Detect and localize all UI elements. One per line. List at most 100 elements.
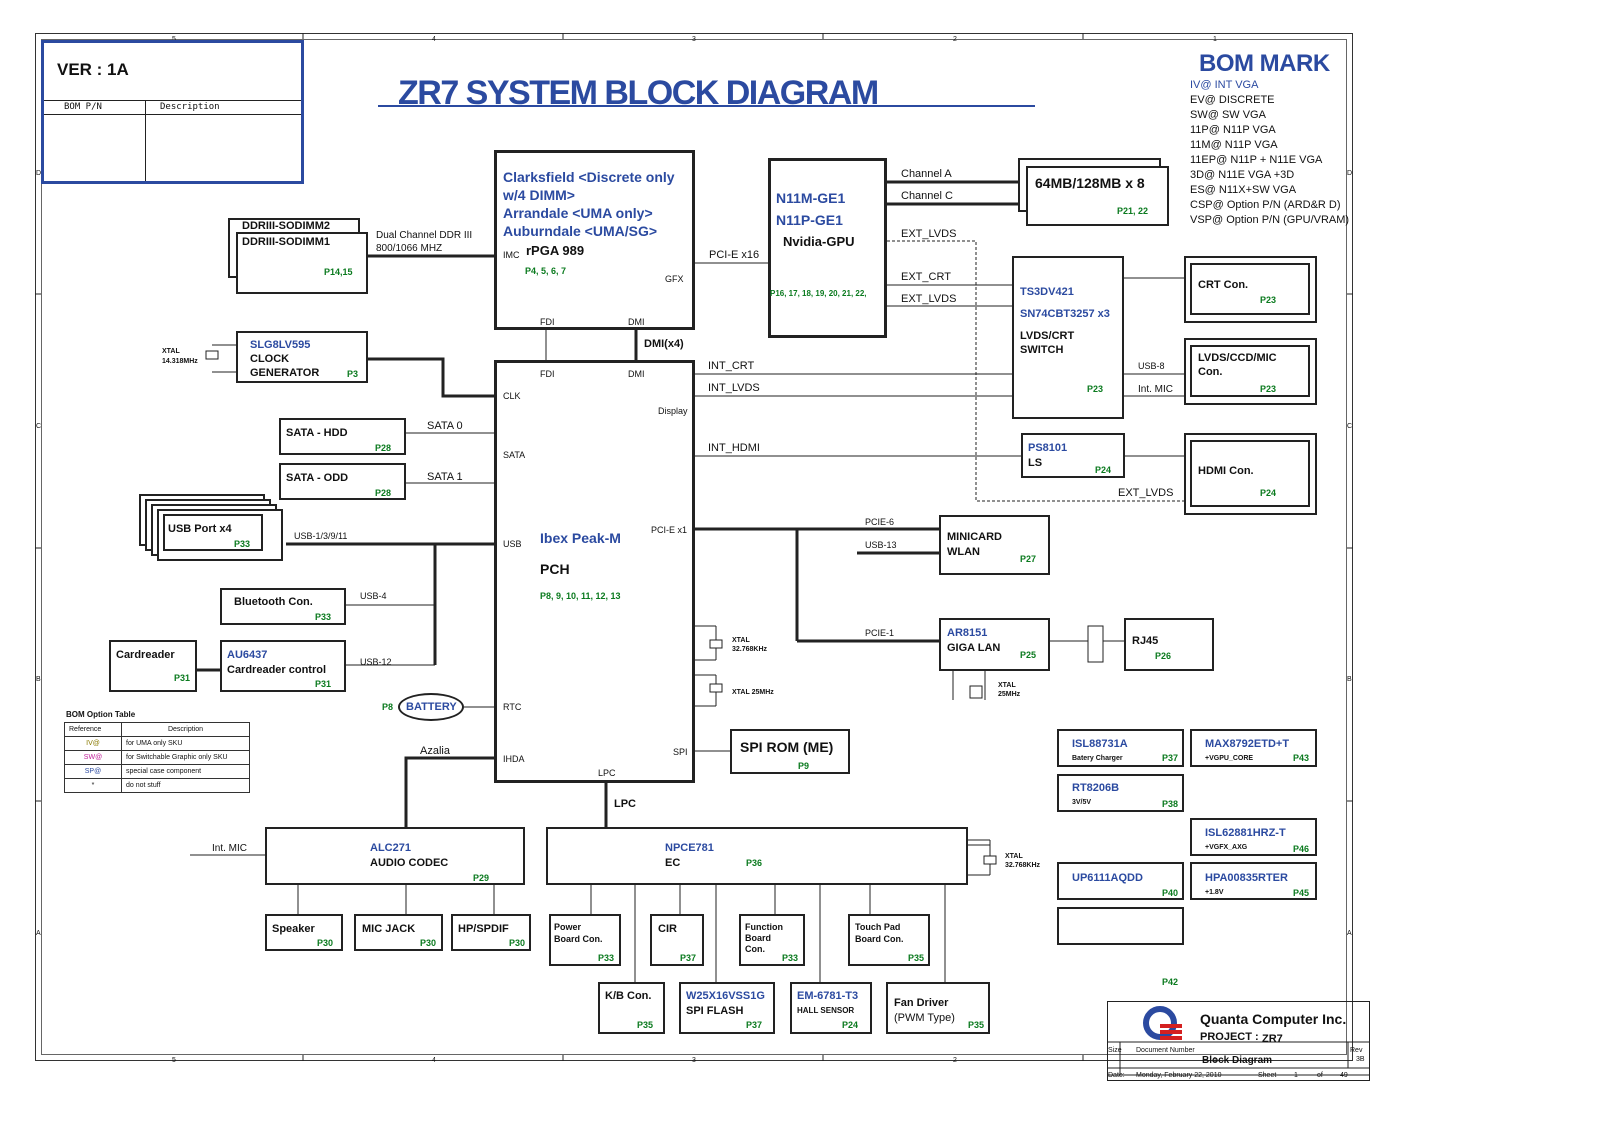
version-rule (44, 114, 301, 115)
dimm-label-2: DDRIII-SODIMM2 (242, 220, 330, 232)
function-board-label-3: Con. (745, 944, 765, 954)
speaker-block (265, 914, 343, 951)
hall-sensor-chip: EM-6781-T3 (797, 990, 859, 1002)
hdmi-connector-block (1190, 440, 1310, 507)
zone-mark: 5 (172, 33, 176, 46)
clock-chip-name: SLG8LV595 (250, 339, 311, 351)
fan-driver-label-1: Fan Driver (894, 997, 949, 1009)
vram-block (1026, 166, 1169, 226)
pch-label: PCH (540, 561, 570, 577)
clock-label-3: GENERATOR (250, 367, 320, 379)
speaker-page: P30 (317, 938, 334, 948)
lvds-connector-block (1190, 345, 1310, 397)
usb-port-page: P33 (234, 539, 251, 549)
hall-sensor-block (790, 982, 872, 1034)
lan-page: P25 (1020, 650, 1037, 660)
sata1-label: SATA 1 (427, 471, 463, 483)
power-ic-page: P38 (1162, 799, 1179, 809)
date-value: Monday, February 22, 2010 (1136, 1072, 1222, 1079)
cpu-dmi-pin: DMI (628, 317, 645, 327)
ps8101-label: LS (1028, 457, 1043, 469)
spi-rom-page: P9 (798, 761, 810, 771)
pch-name: Ibex Peak-M (540, 530, 621, 546)
pcie-x16-label: PCI-E x16 (709, 249, 760, 261)
power-board-block (549, 914, 621, 966)
hdmi-ext-lvds-label: EXT_LVDS (1118, 487, 1174, 499)
usb-bus-label: USB-1/3/9/11 (294, 531, 348, 541)
battery-page: P8 (382, 702, 394, 712)
int-crt-label: INT_CRT (708, 360, 755, 372)
channel-c-label: Channel C (901, 190, 953, 202)
drawing-inner-border (41, 39, 1347, 1055)
dimm-label-1: DDRIII-SODIMM1 (242, 236, 330, 248)
table-cell: for UMA only SKU (121, 736, 250, 751)
bom-mark-line: VSP@ Option P/N (GPU/VRAM) (1190, 214, 1350, 226)
switch-chip-1: TS3DV421 (1020, 286, 1074, 298)
audio-codec-page: P29 (473, 873, 490, 883)
cir-label: CIR (658, 923, 677, 935)
spi-flash-chip: W25X16VSS1G (686, 990, 765, 1002)
gpu-line-3: Nvidia-GPU (783, 234, 855, 249)
ps8101-block (1021, 433, 1125, 478)
hp-spdif-page: P30 (509, 938, 526, 948)
size-label: Size (1108, 1047, 1122, 1054)
battery-ellipse (398, 693, 464, 721)
sata0-label: SATA 0 (427, 420, 463, 432)
sata-hdd-block (279, 418, 406, 455)
project-name: ZR7 (1262, 1033, 1283, 1045)
cir-block (650, 914, 704, 966)
sata-odd-page: P28 (375, 488, 392, 498)
channel-a-label: Channel A (901, 168, 952, 180)
date-label: Date: (1108, 1072, 1125, 1079)
dimm-slot-1 (236, 232, 368, 294)
table-row: IV@ for UMA only SKU (64, 736, 250, 751)
cardreader-block (109, 640, 197, 692)
version-box (41, 40, 304, 184)
vram-page: P21, 22 (1117, 206, 1149, 216)
pch-lpc-pin: LPC (598, 768, 616, 778)
table-cell: SP@ (64, 764, 122, 779)
description-label: Description (160, 102, 220, 112)
pch-rtc-pin: RTC (503, 702, 522, 712)
bom-mark-title: BOM MARK (1199, 50, 1330, 77)
cir-page: P37 (680, 953, 697, 963)
sata-hdd-page: P28 (375, 443, 392, 453)
pch-xtal2-label: XTAL 25MHz (732, 689, 774, 696)
ec-label: EC (665, 857, 681, 869)
project-label: PROJECT : (1200, 1031, 1259, 1043)
fan-driver-block (886, 982, 990, 1034)
version-label: VER : 1A (57, 60, 129, 79)
lvds-connector-label-2: Con. (1198, 366, 1223, 378)
int-hdmi-label: INT_HDMI (708, 442, 760, 454)
pch-fdi-pin: FDI (540, 369, 555, 379)
cpu-pages: P4, 5, 6, 7 (525, 266, 567, 276)
bom-mark-line: 11M@ N11P VGA (1190, 139, 1278, 151)
pch-clk-pin: CLK (503, 391, 521, 401)
mic-jack-block (354, 914, 443, 951)
cpu-line-2: w/4 DIMM> (503, 187, 575, 203)
audio-codec-chip: ALC271 (370, 842, 411, 854)
sheet-of-label: of (1317, 1072, 1323, 1079)
function-board-block (739, 914, 805, 966)
ec-page: P36 (746, 858, 763, 868)
ec-xtal-label: XTAL (1005, 853, 1023, 860)
bluetooth-block (220, 588, 346, 625)
zone-mark: 2 (953, 1057, 957, 1064)
power-ic-name: HPA00835RTER (1205, 872, 1288, 884)
pch-xtal1-label: XTAL (732, 637, 750, 644)
clock-label-2: CLOCK (250, 353, 290, 365)
ps8101-page: P24 (1095, 465, 1112, 475)
power-board-label-2: Board Con. (554, 934, 603, 944)
cpu-line-4: Auburndale <UMA/SG> (503, 223, 658, 239)
int-lvds-label: INT_LVDS (708, 382, 760, 394)
bluetooth-label: Bluetooth Con. (234, 596, 313, 608)
zone-mark: 3 (692, 36, 696, 43)
touchpad-board-page: P35 (908, 953, 925, 963)
crt-connector-page: P23 (1260, 295, 1277, 305)
ps8101-chip: PS8101 (1028, 442, 1068, 454)
kb-connector-label: K/B Con. (605, 990, 652, 1002)
power-board-label-1: Power (554, 922, 582, 932)
table-cell: special case component (121, 764, 250, 779)
power-ic-page: P43 (1293, 753, 1310, 763)
